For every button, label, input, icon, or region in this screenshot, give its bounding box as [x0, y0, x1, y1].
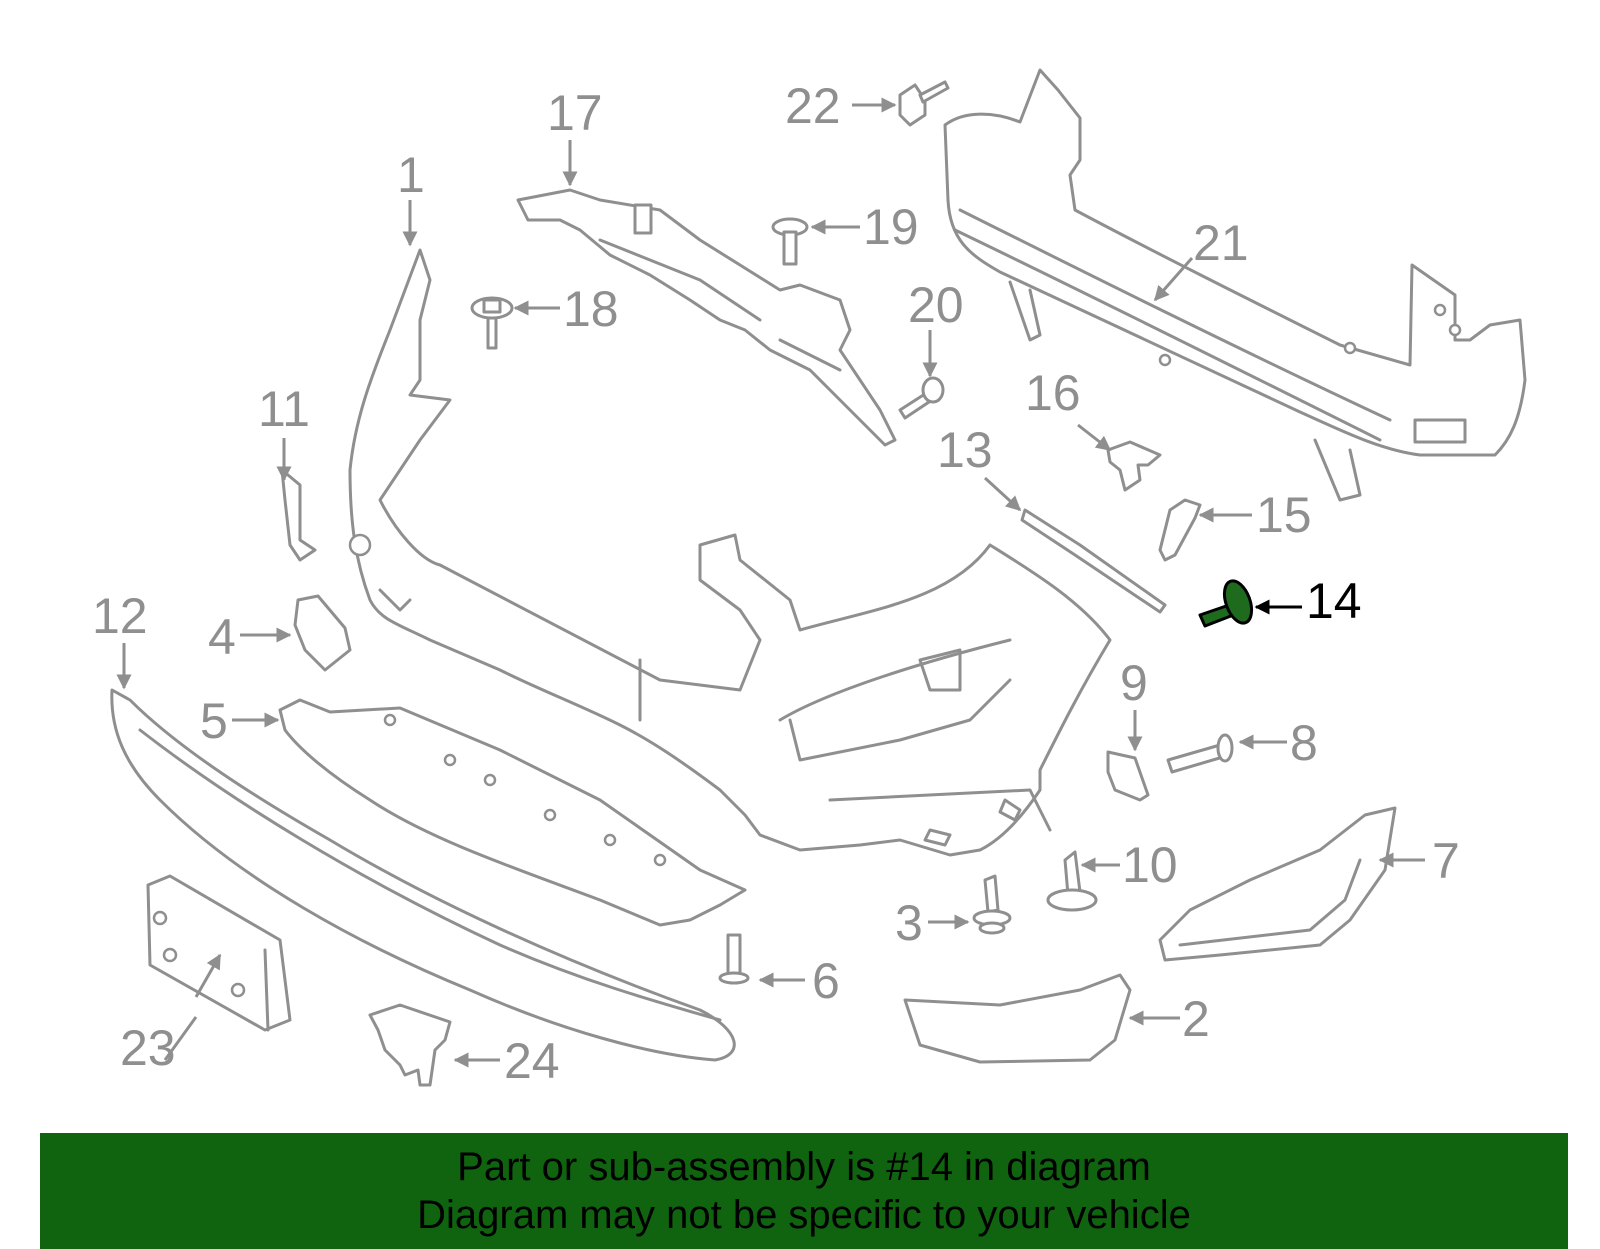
part-21-reinforcement-beam: [943, 68, 1527, 502]
callout-3: 3: [895, 895, 923, 951]
callout-15: 15: [1256, 487, 1312, 543]
callout-labels: 1 2 3 4 5 6 7 8 9 10 11 12 13 14 15 16 1…: [92, 78, 1460, 1089]
callout-16: 16: [1025, 365, 1081, 421]
part-23-plate-bracket: [146, 874, 292, 1032]
part-17-upper-bracket: [516, 188, 897, 447]
callout-11: 11: [258, 381, 310, 437]
part-18-bolt: [470, 296, 514, 350]
callout-4: 4: [208, 609, 236, 665]
part-13-strip: [1020, 508, 1167, 614]
callout-23: 23: [120, 1020, 176, 1076]
callout-19: 19: [863, 199, 919, 255]
part-5-skid-plate: [278, 698, 747, 927]
callout-14[interactable]: 14: [1306, 573, 1362, 629]
callout-2: 2: [1182, 991, 1210, 1047]
leader-lines: [116, 97, 1425, 1068]
part-16-bracket: [1106, 440, 1162, 492]
callout-10: 10: [1122, 837, 1178, 893]
callout-12: 12: [92, 588, 148, 644]
part-11-bracket: [280, 468, 317, 562]
part-6-pin: [718, 933, 750, 985]
callout-22: 22: [785, 78, 841, 134]
part-10-push-pin: [1046, 850, 1098, 912]
callout-13: 13: [937, 422, 993, 478]
part-14-screw-highlighted[interactable]: [1198, 577, 1257, 628]
part-15-clip: [1158, 498, 1202, 562]
callout-6: 6: [812, 953, 840, 1009]
part-19-bolt: [771, 217, 809, 266]
part-24-clip: [368, 1003, 452, 1087]
part-4-clip: [293, 594, 352, 672]
callout-9: 9: [1120, 655, 1148, 711]
callout-8: 8: [1290, 715, 1318, 771]
callout-18: 18: [563, 281, 619, 337]
callout-17: 17: [547, 85, 603, 141]
info-banner: Part or sub-assembly is #14 in diagram D…: [40, 1133, 1568, 1249]
callout-7: 7: [1432, 833, 1460, 889]
part-20-bolt: [898, 376, 945, 420]
callout-21: 21: [1193, 215, 1249, 271]
callout-1: 1: [397, 147, 425, 203]
part-8-bolt: [1166, 733, 1234, 774]
part-12-lower-valance: [110, 688, 736, 1062]
part-7-fog-bezel: [1158, 806, 1397, 962]
banner-line-disclaimer: Diagram may not be specific to your vehi…: [417, 1193, 1191, 1237]
part-22-bolt: [898, 80, 950, 127]
callout-5: 5: [200, 693, 228, 749]
banner-line-part: Part or sub-assembly is #14 in diagram: [457, 1145, 1151, 1189]
callout-24: 24: [504, 1033, 560, 1089]
part-2-corner-trim: [903, 973, 1132, 1064]
part-9-nut: [1106, 750, 1150, 802]
part-3-push-pin: [972, 874, 1012, 935]
callout-20: 20: [908, 277, 964, 333]
part-1-bumper-cover: [348, 248, 1112, 857]
